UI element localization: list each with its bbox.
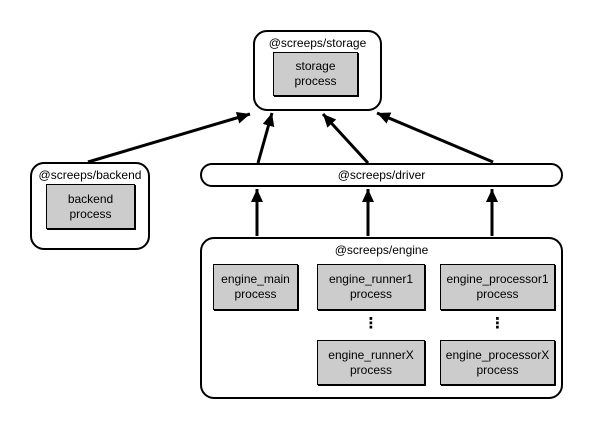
arrow-backend-to-storage	[87, 111, 251, 164]
node-screeps-backend: @screeps/backend backend process	[30, 162, 150, 250]
arrow-driver-right-to-storage	[376, 111, 494, 164]
backend-process-box: backend process	[46, 184, 135, 229]
driver-label: @screeps/driver	[337, 168, 426, 182]
engine-runner1-process-box: engine_runner1 process	[317, 264, 425, 310]
runner-ellipsis: ⋮	[363, 314, 379, 332]
backend-container-label: @screeps/backend	[38, 168, 142, 182]
storage-container-label: @screeps/storage	[268, 36, 367, 50]
node-screeps-storage: @screeps/storage storage process	[253, 30, 382, 111]
node-screeps-engine: @screeps/engine engine_main process engi…	[200, 237, 563, 399]
engine-processorX-process-box: engine_processorX process	[440, 340, 555, 385]
node-screeps-driver: @screeps/driver	[200, 163, 563, 187]
processor-ellipsis: ⋮	[490, 314, 505, 332]
engine-main-process-box: engine_main process	[213, 264, 298, 310]
engine-container-label: @screeps/engine	[334, 243, 429, 257]
engine-runnerX-process-box: engine_runnerX process	[317, 340, 425, 385]
engine-processor1-process-box: engine_processor1 process	[440, 264, 555, 310]
arrow-driver-middle-to-storage	[321, 112, 370, 165]
arrow-driver-left-to-storage	[256, 112, 275, 164]
storage-process-box: storage process	[273, 52, 358, 96]
